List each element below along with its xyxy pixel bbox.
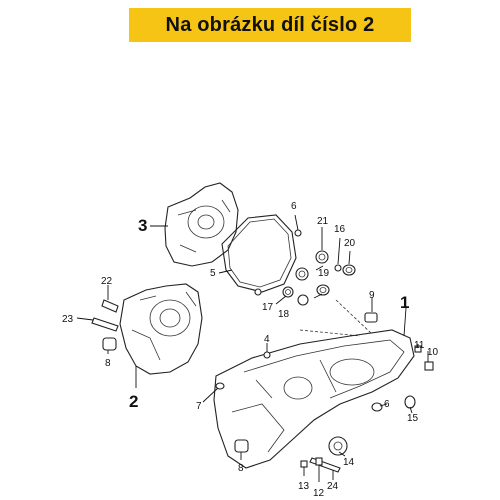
callout-1: 1 (400, 293, 409, 312)
part-3-cover (164, 182, 239, 267)
title-text: Na obrázku díl číslo 2 (165, 13, 375, 36)
callout-6-top: 6 (291, 201, 297, 212)
callout-7: 7 (196, 401, 202, 412)
small-parts (91, 229, 434, 473)
callout-19: 19 (318, 268, 330, 279)
callout-18: 18 (278, 309, 290, 320)
callout-9: 9 (369, 290, 375, 301)
callout-6-right: 6 (384, 399, 390, 410)
part-1-crankcase (213, 299, 415, 469)
callout-4: 4 (264, 334, 270, 345)
callout-16: 16 (334, 224, 346, 235)
callout-12: 12 (313, 488, 325, 499)
part-2-crankcase (119, 283, 203, 375)
callout-8-left: 8 (105, 358, 111, 369)
callout-8-bottom: 8 (238, 463, 244, 474)
callout-11: 11 (414, 340, 425, 351)
callout-10: 10 (427, 347, 439, 358)
leader-lines (76, 214, 429, 482)
part-5-gasket (221, 214, 297, 293)
callout-20: 20 (344, 238, 356, 249)
callout-3: 3 (138, 216, 147, 235)
callout-5: 5 (210, 268, 216, 279)
callout-21: 21 (317, 216, 329, 227)
callout-24: 24 (327, 481, 339, 492)
callouts: 1 2 3 4 5 6 6 7 8 8 9 10 11 12 13 14 15 … (62, 201, 439, 499)
callout-13: 13 (298, 481, 310, 492)
callout-22: 22 (101, 276, 113, 287)
callout-23: 23 (62, 314, 74, 325)
callout-14: 14 (343, 457, 355, 468)
callout-15: 15 (407, 413, 419, 424)
title-banner: Na obrázku díl číslo 2 (129, 8, 411, 42)
callout-2: 2 (129, 392, 138, 411)
callout-17: 17 (262, 302, 274, 313)
